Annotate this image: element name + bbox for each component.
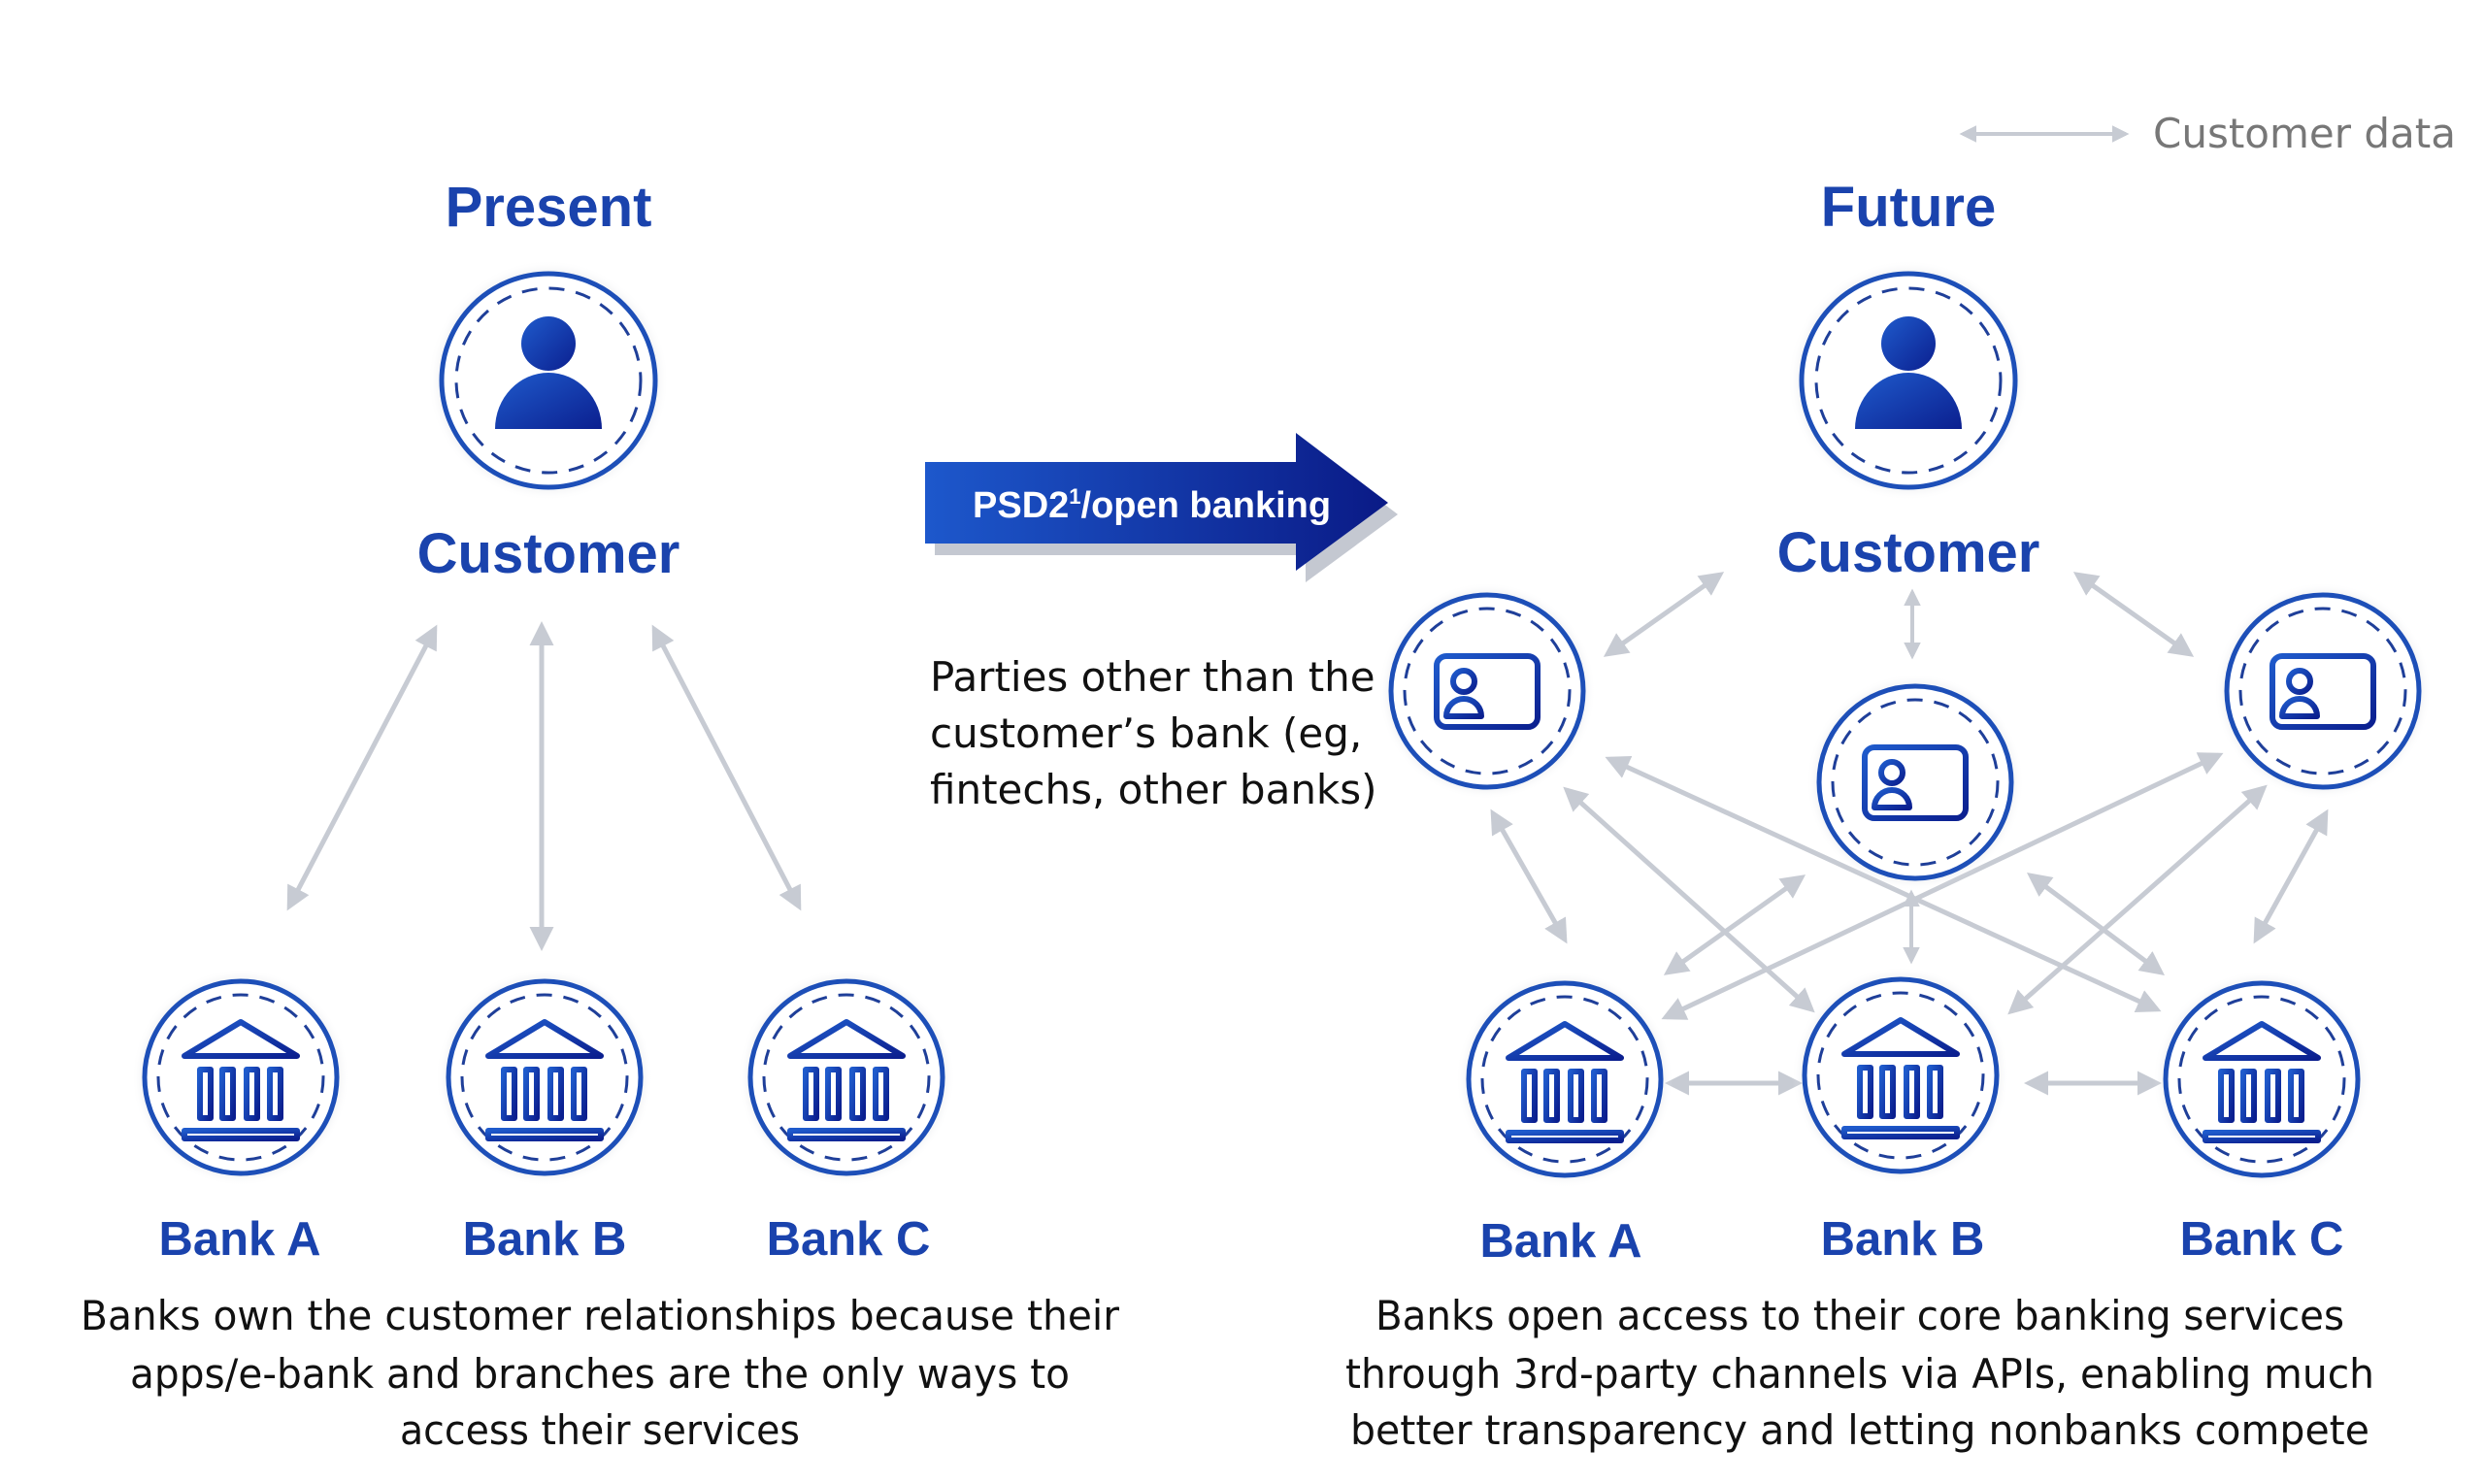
present-title: Present (446, 176, 652, 239)
future-bank-c-label: Bank C (2180, 1213, 2344, 1266)
customer-fintech-left-arrow (1603, 572, 1725, 657)
present-bank-a-label: Bank A (158, 1213, 320, 1266)
future-description-line: better transparency and letting nonbanks… (1350, 1406, 2369, 1454)
person-icon (495, 316, 602, 429)
future-customer-node (1788, 260, 2029, 501)
customer-bank-a-arrow (286, 624, 438, 911)
present-bank-b-label: Bank B (463, 1213, 627, 1266)
present-data-arrows (286, 621, 802, 951)
future-title: Future (1821, 176, 1996, 239)
third-party-note-line: fintechs, other banks) (930, 766, 1377, 813)
future-bank-a-label: Bank A (1479, 1215, 1641, 1268)
third-party-note: Parties other than the customer’s bank (… (930, 653, 1377, 813)
future-bank-c-node (2153, 971, 2370, 1188)
future-bank-a-node (1456, 971, 1673, 1188)
fintech-left-bank-a-arrow (1490, 808, 1568, 944)
fintech-middle-node (1806, 674, 2024, 891)
fintech-middle-bank-c-arrow (2026, 873, 2166, 975)
present-section: Present Customer (81, 176, 1120, 1454)
present-bank-c-label: Bank C (767, 1213, 931, 1266)
third-party-note-line: customer’s bank (eg, (930, 709, 1362, 757)
fintech-left-bank-b-arrow (1563, 786, 1815, 1013)
present-description-line: apps/e-bank and branches are the only wa… (130, 1350, 1070, 1398)
present-description: Banks own the customer relationships bec… (81, 1292, 1120, 1454)
fintech-right-node (2214, 582, 2432, 800)
person-icon (1855, 316, 1962, 429)
present-bank-a-node (132, 969, 349, 1186)
psd2-banner: PSD21/open banking (925, 433, 1398, 582)
present-description-line: access their services (400, 1406, 800, 1454)
legend: Customer data (1959, 110, 2456, 157)
present-bank-c-node (738, 969, 955, 1186)
future-customer-label: Customer (1777, 521, 2040, 584)
legend-label: Customer data (2153, 110, 2456, 157)
fintech-left-node (1378, 582, 1596, 800)
future-section: Future Customer (1345, 176, 2432, 1454)
banner-arrow (925, 433, 1388, 571)
customer-bank-c-arrow (651, 624, 802, 911)
future-description-line: through 3rd-party channels via APIs, ena… (1345, 1350, 2374, 1398)
future-bank-b-node (1792, 967, 2009, 1184)
customer-fintech-right-arrow (2072, 572, 2195, 657)
future-description: Banks open access to their core banking … (1345, 1292, 2374, 1454)
fintech-right-bank-c-arrow (2253, 808, 2329, 944)
present-description-line: Banks own the customer relationships bec… (81, 1292, 1120, 1339)
future-bank-b-label: Bank B (1821, 1213, 1985, 1266)
present-customer-label: Customer (417, 522, 680, 585)
banner-label: PSD21/open banking (973, 484, 1331, 526)
third-party-note-line: Parties other than the (930, 653, 1375, 701)
present-customer-node (428, 260, 669, 501)
future-description-line: Banks open access to their core banking … (1375, 1292, 2344, 1339)
present-bank-b-node (436, 969, 653, 1186)
bank-a-fintech-middle-arrow (1663, 874, 1806, 975)
